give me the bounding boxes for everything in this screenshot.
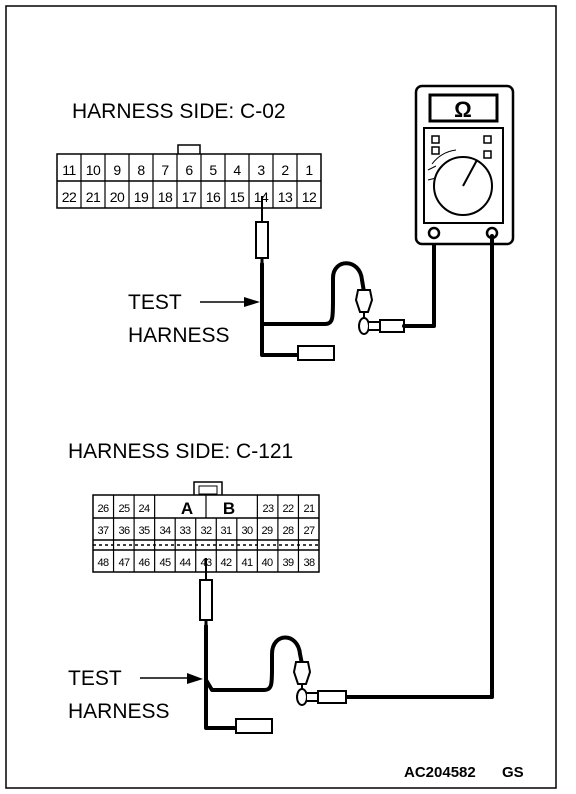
- c121-pin-36: 36: [118, 525, 130, 537]
- meter-lead-2: [344, 234, 494, 699]
- test-harness-bottom-label-1: TEST: [68, 667, 122, 690]
- c121-pin-32: 32: [200, 525, 212, 537]
- c121-pin-33: 33: [179, 525, 191, 537]
- test-harness-top-label-2: HARNESS: [128, 324, 230, 347]
- probe-c121-pin-43: [199, 558, 213, 628]
- c121-pin-23: 23: [262, 503, 274, 515]
- test-harness-top-meter-plug: [379, 319, 405, 333]
- c02-pin-8: 8: [137, 162, 145, 178]
- c02-pin-18: 18: [158, 189, 173, 205]
- c02-pin-19: 19: [134, 189, 149, 205]
- c02-pin-13: 13: [278, 189, 293, 205]
- c02-pin-10: 10: [86, 162, 101, 178]
- c02-pin-20: 20: [110, 189, 125, 205]
- c121-pin-29: 29: [261, 525, 273, 537]
- c02-pin-4: 4: [233, 162, 241, 178]
- test-harness-top-plug: [297, 345, 335, 361]
- meter-lead-1: [402, 234, 436, 328]
- c121-pin-30: 30: [241, 525, 253, 537]
- c121-pin-34: 34: [159, 525, 171, 537]
- figure-code: AC204582: [404, 764, 476, 781]
- c121-pin-27: 27: [303, 525, 315, 537]
- c02-pin-3: 3: [257, 162, 265, 178]
- c02-pin-5: 5: [209, 162, 217, 178]
- c121-pin-31: 31: [220, 525, 232, 537]
- c121-pin-41: 41: [241, 557, 253, 569]
- test-harness-top-label-1: TEST: [128, 291, 182, 314]
- c121-pin-39: 39: [282, 557, 294, 569]
- test-harness-bottom: [204, 624, 347, 734]
- meter-jack-1: [427, 226, 441, 240]
- test-harness-bottom-clip: [292, 661, 312, 685]
- c121-pin-22: 22: [282, 503, 294, 515]
- c121-cavity-a: A: [181, 499, 193, 518]
- connector-c121-label: HARNESS SIDE: C-121: [68, 440, 293, 463]
- c121-pin-48: 48: [97, 557, 109, 569]
- c121-pin-37: 37: [97, 525, 109, 537]
- c121-pin-38: 38: [303, 557, 315, 569]
- c121-cavity-b: B: [223, 499, 235, 518]
- test-harness-bottom-meter-plug: [317, 690, 347, 704]
- c02-pin-6: 6: [185, 162, 193, 178]
- test-harness-bottom-label-2: HARNESS: [68, 700, 170, 723]
- c02-pin-12: 12: [302, 189, 317, 205]
- test-harness-top-arrow: [200, 297, 260, 307]
- c02-pin-17: 17: [182, 189, 197, 205]
- c02-pin-22: 22: [62, 189, 77, 205]
- test-harness-top-clip: [354, 289, 374, 313]
- c121-pin-45: 45: [159, 557, 171, 569]
- c121-pin-28: 28: [282, 525, 294, 537]
- c121-pin-24: 24: [138, 503, 150, 515]
- test-harness-bottom-plug: [235, 718, 273, 734]
- c121-pin-21: 21: [303, 503, 315, 515]
- connector-c121: 26 25 24 A B 23 22 21 37 36 35 34 33 32 …: [92, 481, 320, 573]
- c121-pin-40: 40: [261, 557, 273, 569]
- connector-c02-label: HARNESS SIDE: C-02: [72, 100, 286, 123]
- c02-pin-7: 7: [161, 162, 169, 178]
- c02-pin-11: 11: [62, 162, 76, 178]
- multimeter-display: [428, 93, 499, 123]
- ohm-symbol: Ω: [454, 97, 472, 122]
- c121-pin-26: 26: [97, 503, 109, 515]
- c121-pin-25: 25: [118, 503, 130, 515]
- test-harness-top: [260, 261, 405, 361]
- c121-pin-44: 44: [179, 557, 191, 569]
- connector-c02: 11 10 9 8 7 6 5 4 3 2 1 22 21 20 19 18 1…: [56, 144, 322, 209]
- c121-pin-35: 35: [138, 525, 150, 537]
- c02-pin-1: 1: [305, 162, 313, 178]
- figure-code-suffix: GS: [502, 764, 524, 781]
- figure-frame: [5, 5, 557, 789]
- c02-pin-21: 21: [86, 189, 101, 205]
- c02-pin-16: 16: [206, 189, 221, 205]
- c121-pin-46: 46: [138, 557, 150, 569]
- c02-pin-15: 15: [230, 189, 245, 205]
- c121-pin-47: 47: [118, 557, 130, 569]
- c02-pin-9: 9: [113, 162, 121, 178]
- c121-pin-42: 42: [220, 557, 232, 569]
- test-harness-bottom-arrow: [140, 673, 203, 684]
- c02-pin-2: 2: [281, 162, 289, 178]
- multimeter: Ω: [414, 84, 515, 246]
